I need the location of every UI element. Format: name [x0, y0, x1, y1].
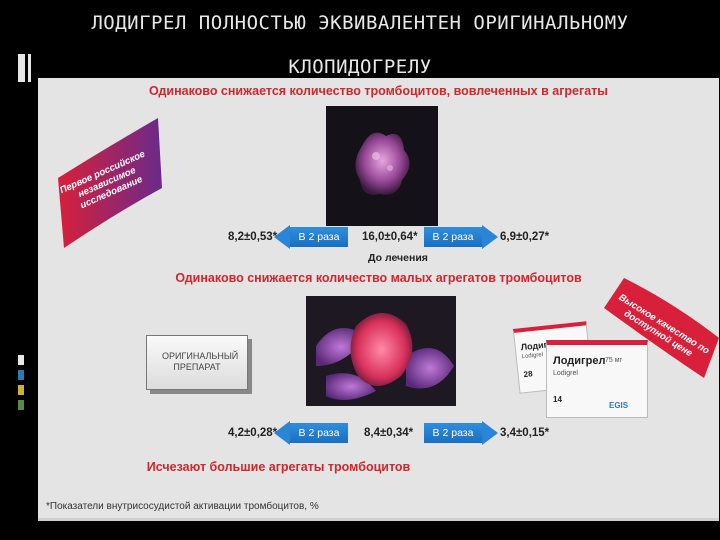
value-right-1: 6,9±0,27*: [500, 231, 550, 243]
value-right-2: 3,4±0,15*: [500, 427, 550, 439]
arrow-right-icon: [482, 225, 498, 249]
egis-logo: EGIS: [609, 401, 629, 410]
pack-name: Лодигрел: [553, 355, 606, 367]
pack-dose: 75 мг: [605, 357, 623, 364]
badge-2x-left-1: В 2 раза: [290, 227, 348, 247]
decor-square: [18, 385, 24, 395]
decor-square: [18, 400, 24, 410]
value-center-2: 8,4±0,34*: [364, 427, 414, 439]
decor-square: [18, 355, 24, 365]
slide-title-line1: ЛОДИГРЕЛ ПОЛНОСТЬЮ ЭКВИВАЛЕНТЕН ОРИГИНАЛ…: [91, 12, 629, 34]
original-drug-label: ОРИГИНАЛЬНЫЙ ПРЕПАРАТ: [162, 351, 239, 372]
slide-title-line2: КЛОПИДОГРЕЛУ: [288, 56, 432, 78]
banner-quality: [604, 278, 719, 378]
value-left-2: 4,2±0,28*: [228, 427, 278, 439]
badge-2x-left-2: В 2 раза: [290, 423, 348, 443]
slide-content: Одинаково снижается количество тромбоцит…: [38, 78, 719, 521]
heading-large-aggregates: Исчезают большие агрегаты тромбоцитов: [146, 460, 411, 474]
arrow-right-icon: [482, 421, 498, 445]
platelet-photo-before: [326, 106, 438, 226]
pack-name-lat: Lodigrel: [553, 370, 578, 377]
heading-small-aggregates: Одинаково снижается количество малых агр…: [175, 271, 582, 285]
value-left-1: 8,2±0,53*: [228, 231, 278, 243]
decor-bar: [18, 54, 25, 82]
drug-pack-14: Лодигрел 75 мг Lodigrel 14 EGIS: [546, 340, 648, 418]
value-center-1: 16,0±0,64*: [362, 231, 418, 243]
banner-russian-study: [58, 118, 162, 248]
pack-name-lat: Lodigrel: [521, 352, 544, 361]
decor-bar-thin: [28, 54, 31, 82]
badge-2x-right-2: В 2 раза: [424, 423, 482, 443]
caption-before-treatment: До лечения: [368, 252, 428, 264]
arrow-left-icon: [274, 225, 290, 249]
original-drug-box: ОРИГИНАЛЬНЫЙ ПРЕПАРАТ: [146, 335, 248, 390]
badge-2x-right-1: В 2 раза: [424, 227, 482, 247]
heading-aggregates: Одинаково снижается количество тромбоцит…: [149, 84, 608, 98]
platelet-photo-aggregate: [306, 296, 456, 406]
decor-square: [18, 370, 24, 380]
arrow-left-icon: [274, 421, 290, 445]
pack-count: 28: [523, 369, 533, 380]
footnote: *Показатели внутрисосудистой активации т…: [46, 501, 319, 512]
pack-count: 14: [553, 395, 562, 404]
